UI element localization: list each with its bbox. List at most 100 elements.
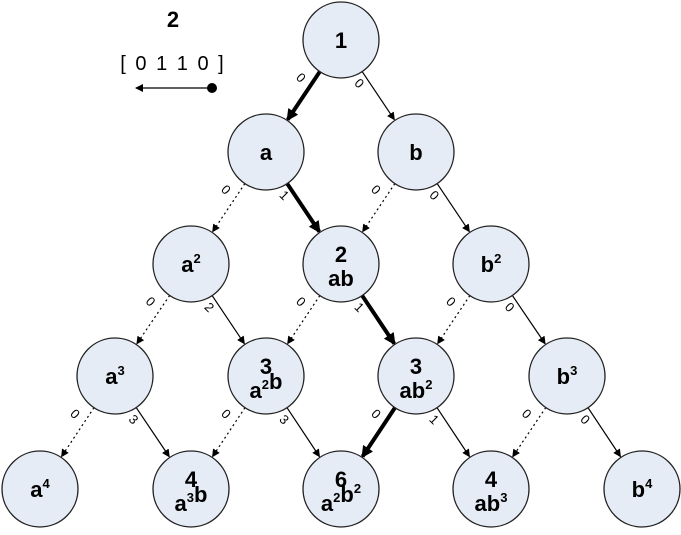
term-base: a	[321, 491, 334, 516]
node-term: a3b	[175, 482, 208, 516]
edge-n10-n21	[285, 182, 321, 234]
edge-n30-n41	[135, 407, 170, 458]
legend-sequence: [ 0 1 1 0 ]	[120, 53, 225, 75]
edge-n11-n22	[436, 183, 470, 233]
node-term: b4	[632, 476, 653, 502]
term-base: a	[181, 252, 194, 277]
node-n44: b4	[603, 450, 681, 528]
node-term: a2b2	[321, 481, 361, 516]
node-n33: b3	[528, 337, 606, 415]
node-term: a2b	[250, 369, 283, 403]
term-exponent: 3	[118, 363, 125, 378]
node-term: a	[260, 140, 273, 165]
node-n00: 1	[302, 1, 380, 79]
term-base: b	[632, 477, 645, 502]
term-exponent: 4	[43, 476, 51, 491]
edge-n21-n32	[360, 294, 396, 346]
legend-count: 2	[167, 7, 179, 32]
term-base: a	[250, 378, 263, 403]
node-count: 3	[410, 354, 422, 379]
node-n22: b2	[452, 225, 530, 303]
node-circle	[377, 113, 455, 191]
node-circle	[227, 337, 305, 415]
edge-label-n33-n43: 0	[519, 406, 535, 422]
edge-n32-n43	[436, 407, 470, 458]
term-base: a	[260, 140, 273, 165]
term-base: a	[105, 364, 118, 389]
legend-arrow-dot	[207, 83, 217, 93]
edge-label-n22-n33: 0	[502, 299, 518, 315]
term-base: a	[30, 477, 43, 502]
edge-label-n32-n42: 0	[368, 406, 384, 422]
edge-label-n30-n40: 0	[67, 406, 83, 422]
node-term: b	[409, 140, 422, 165]
term-base: ab	[328, 266, 354, 291]
node-n30: a3	[76, 337, 154, 415]
edge-n20-n31	[211, 295, 245, 345]
node-term: b3	[557, 363, 578, 389]
node-term: a4	[30, 476, 50, 502]
edges-layer	[61, 70, 621, 459]
edge-label-n00-n10: 0	[293, 70, 309, 86]
term-base: ab	[400, 378, 426, 403]
term-exponent: 2	[425, 377, 432, 392]
edge-label-n31-n42: 3	[276, 412, 292, 428]
edge-label-n30-n41: 3	[126, 412, 142, 428]
node-circle	[302, 450, 380, 528]
edge-label-n20-n30: 0	[143, 294, 159, 310]
term-base: ab	[475, 491, 501, 516]
edge-label-n21-n31: 0	[293, 294, 309, 310]
term-base: b	[481, 252, 494, 277]
edge-label-n20-n31: 2	[202, 299, 218, 315]
term-exponent: 2	[494, 251, 501, 266]
node-count: 6	[335, 467, 347, 492]
node-term: ab2	[400, 377, 433, 403]
term-base: a	[175, 491, 188, 516]
node-count: 2	[335, 242, 347, 267]
edge-label-n33-n44: 0	[577, 412, 593, 428]
node-circle	[528, 337, 606, 415]
edge-label-n00-n11: 0	[352, 75, 368, 91]
node-term: b2	[481, 251, 502, 277]
node-count: 3	[260, 354, 272, 379]
edge-label-n31-n41: 0	[218, 406, 234, 422]
node-n11: b	[377, 113, 455, 191]
edge-n00-n10	[286, 70, 322, 122]
node-n10: a	[227, 113, 305, 191]
node-term: ab	[328, 266, 354, 291]
node-count: 4	[185, 467, 198, 492]
edge-n33-n44	[587, 407, 621, 458]
node-circle	[377, 337, 455, 415]
term-exponent: 3	[570, 363, 577, 378]
term-exponent: 3	[187, 490, 194, 505]
node-circle	[152, 450, 230, 528]
term-base: b	[269, 369, 282, 394]
edge-n32-n42	[360, 406, 397, 459]
term-base: b	[409, 140, 422, 165]
edge-label-n11-n22: 0	[427, 187, 443, 203]
node-term: a2	[181, 251, 200, 277]
node-term: a3	[105, 363, 124, 389]
node-circle	[302, 1, 380, 79]
edge-label-n21-n32: 1	[352, 299, 368, 315]
legend: 2 [ 0 1 1 0 ]	[120, 7, 225, 93]
term-exponent: 4	[645, 476, 653, 491]
edge-n31-n42	[286, 407, 320, 458]
node-n40: a4	[1, 450, 79, 528]
node-circle	[227, 113, 305, 191]
term-exponent: 2	[333, 490, 340, 505]
term-base: b	[557, 364, 570, 389]
term-base: b	[194, 482, 207, 507]
edge-label-n32-n43: 1	[426, 412, 442, 428]
term-exponent: 2	[194, 251, 201, 266]
node-circle	[603, 450, 681, 528]
node-circle	[452, 450, 530, 528]
node-n21: 2ab	[302, 225, 380, 303]
